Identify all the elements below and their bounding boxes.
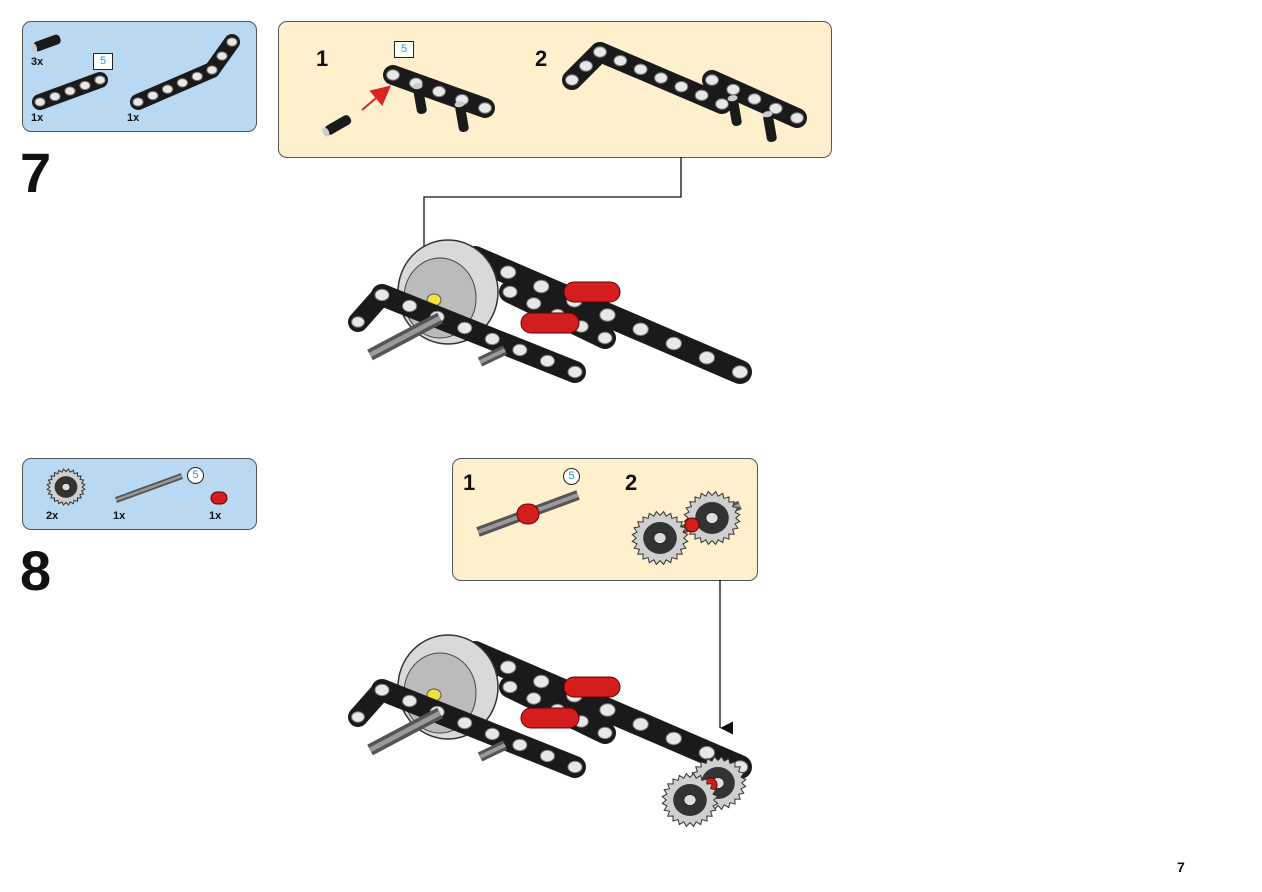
callout-arrow xyxy=(423,157,682,299)
part-qty-gear: 2x xyxy=(46,510,59,522)
part-qty-pin: 3x xyxy=(31,56,44,68)
pin-part-icon xyxy=(30,34,61,53)
part-qty-beam: 1x xyxy=(31,112,44,124)
step-number-7: 7 xyxy=(20,141,52,204)
part-qty-bent-beam: 1x xyxy=(127,112,140,124)
insert-arrow xyxy=(361,85,392,111)
axle-length-label: 5 xyxy=(563,468,580,485)
substep-2-beams xyxy=(562,42,807,143)
part-qty-bush: 1x xyxy=(209,510,222,522)
beam-5-part-icon xyxy=(32,72,108,110)
substep-number: 1 xyxy=(463,470,476,495)
gear-part-icon xyxy=(46,468,86,506)
step-number-8: 8 xyxy=(20,539,52,602)
beam-length-label: 5 xyxy=(93,53,113,70)
substep-2-gears-on-axle xyxy=(631,490,742,566)
axle-part-icon xyxy=(114,473,184,503)
part-qty-axle: 1x xyxy=(113,510,126,522)
step-7-parts-list: 3x 5 1x 1x xyxy=(22,21,257,132)
step-7-assembly xyxy=(348,239,752,384)
substep-1-beam-with-pins xyxy=(322,65,495,137)
beam-length-label: 5 xyxy=(394,41,414,58)
substep-1-axle-with-bush xyxy=(476,490,580,537)
substep-number: 2 xyxy=(625,470,638,495)
bush-part-icon xyxy=(210,491,228,505)
page-number: 7 xyxy=(1177,859,1185,875)
bent-beam-part-icon xyxy=(130,34,240,110)
axle-length-label: 5 xyxy=(187,467,204,484)
step-8-assembly xyxy=(348,634,752,828)
substep-number: 2 xyxy=(535,46,548,71)
substep-number: 1 xyxy=(316,46,329,71)
